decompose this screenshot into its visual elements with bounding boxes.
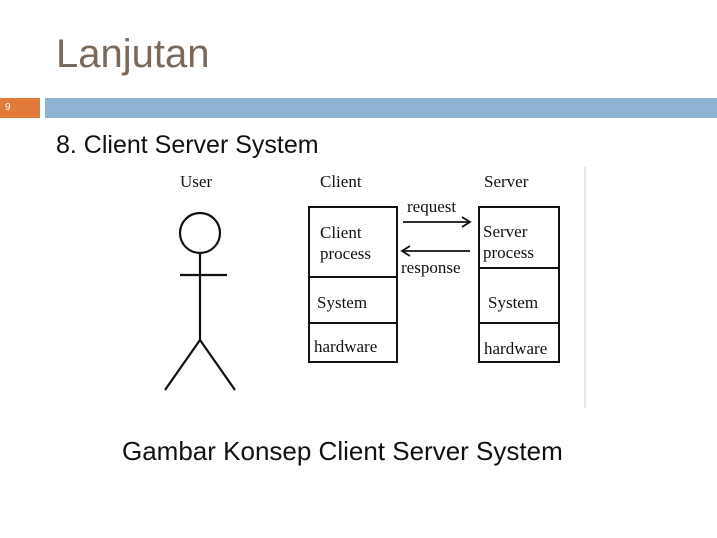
server-process-label-1: Server [483,222,528,241]
client-process-label-1: Client [320,223,362,242]
client-label: Client [320,172,362,191]
slide-subtitle: 8. Client Server System [56,131,319,159]
server-stack [478,206,560,363]
server-hardware-label: hardware [484,339,547,358]
server-system-label: System [488,293,538,312]
server-label: Server [484,172,529,191]
header-bar [45,98,717,118]
user-label: User [180,172,212,191]
diagram-background [150,165,590,410]
user-stick-figure [164,211,236,391]
client-system-label: System [317,293,367,312]
request-label: request [407,197,456,216]
server-process-label-2: process [483,243,534,262]
diagram-caption: Gambar Konsep Client Server System [122,436,563,466]
slide-title: Lanjutan [56,32,210,76]
client-process-label-2: process [320,244,371,263]
response-label: response [401,258,460,277]
client-server-diagram: User Client Client process System hardwa… [150,165,590,410]
client-hardware-label: hardware [314,337,377,356]
response-arrow [400,245,470,257]
slide-number: 9 [0,98,40,118]
request-arrow [403,216,472,228]
client-stack [308,206,398,363]
